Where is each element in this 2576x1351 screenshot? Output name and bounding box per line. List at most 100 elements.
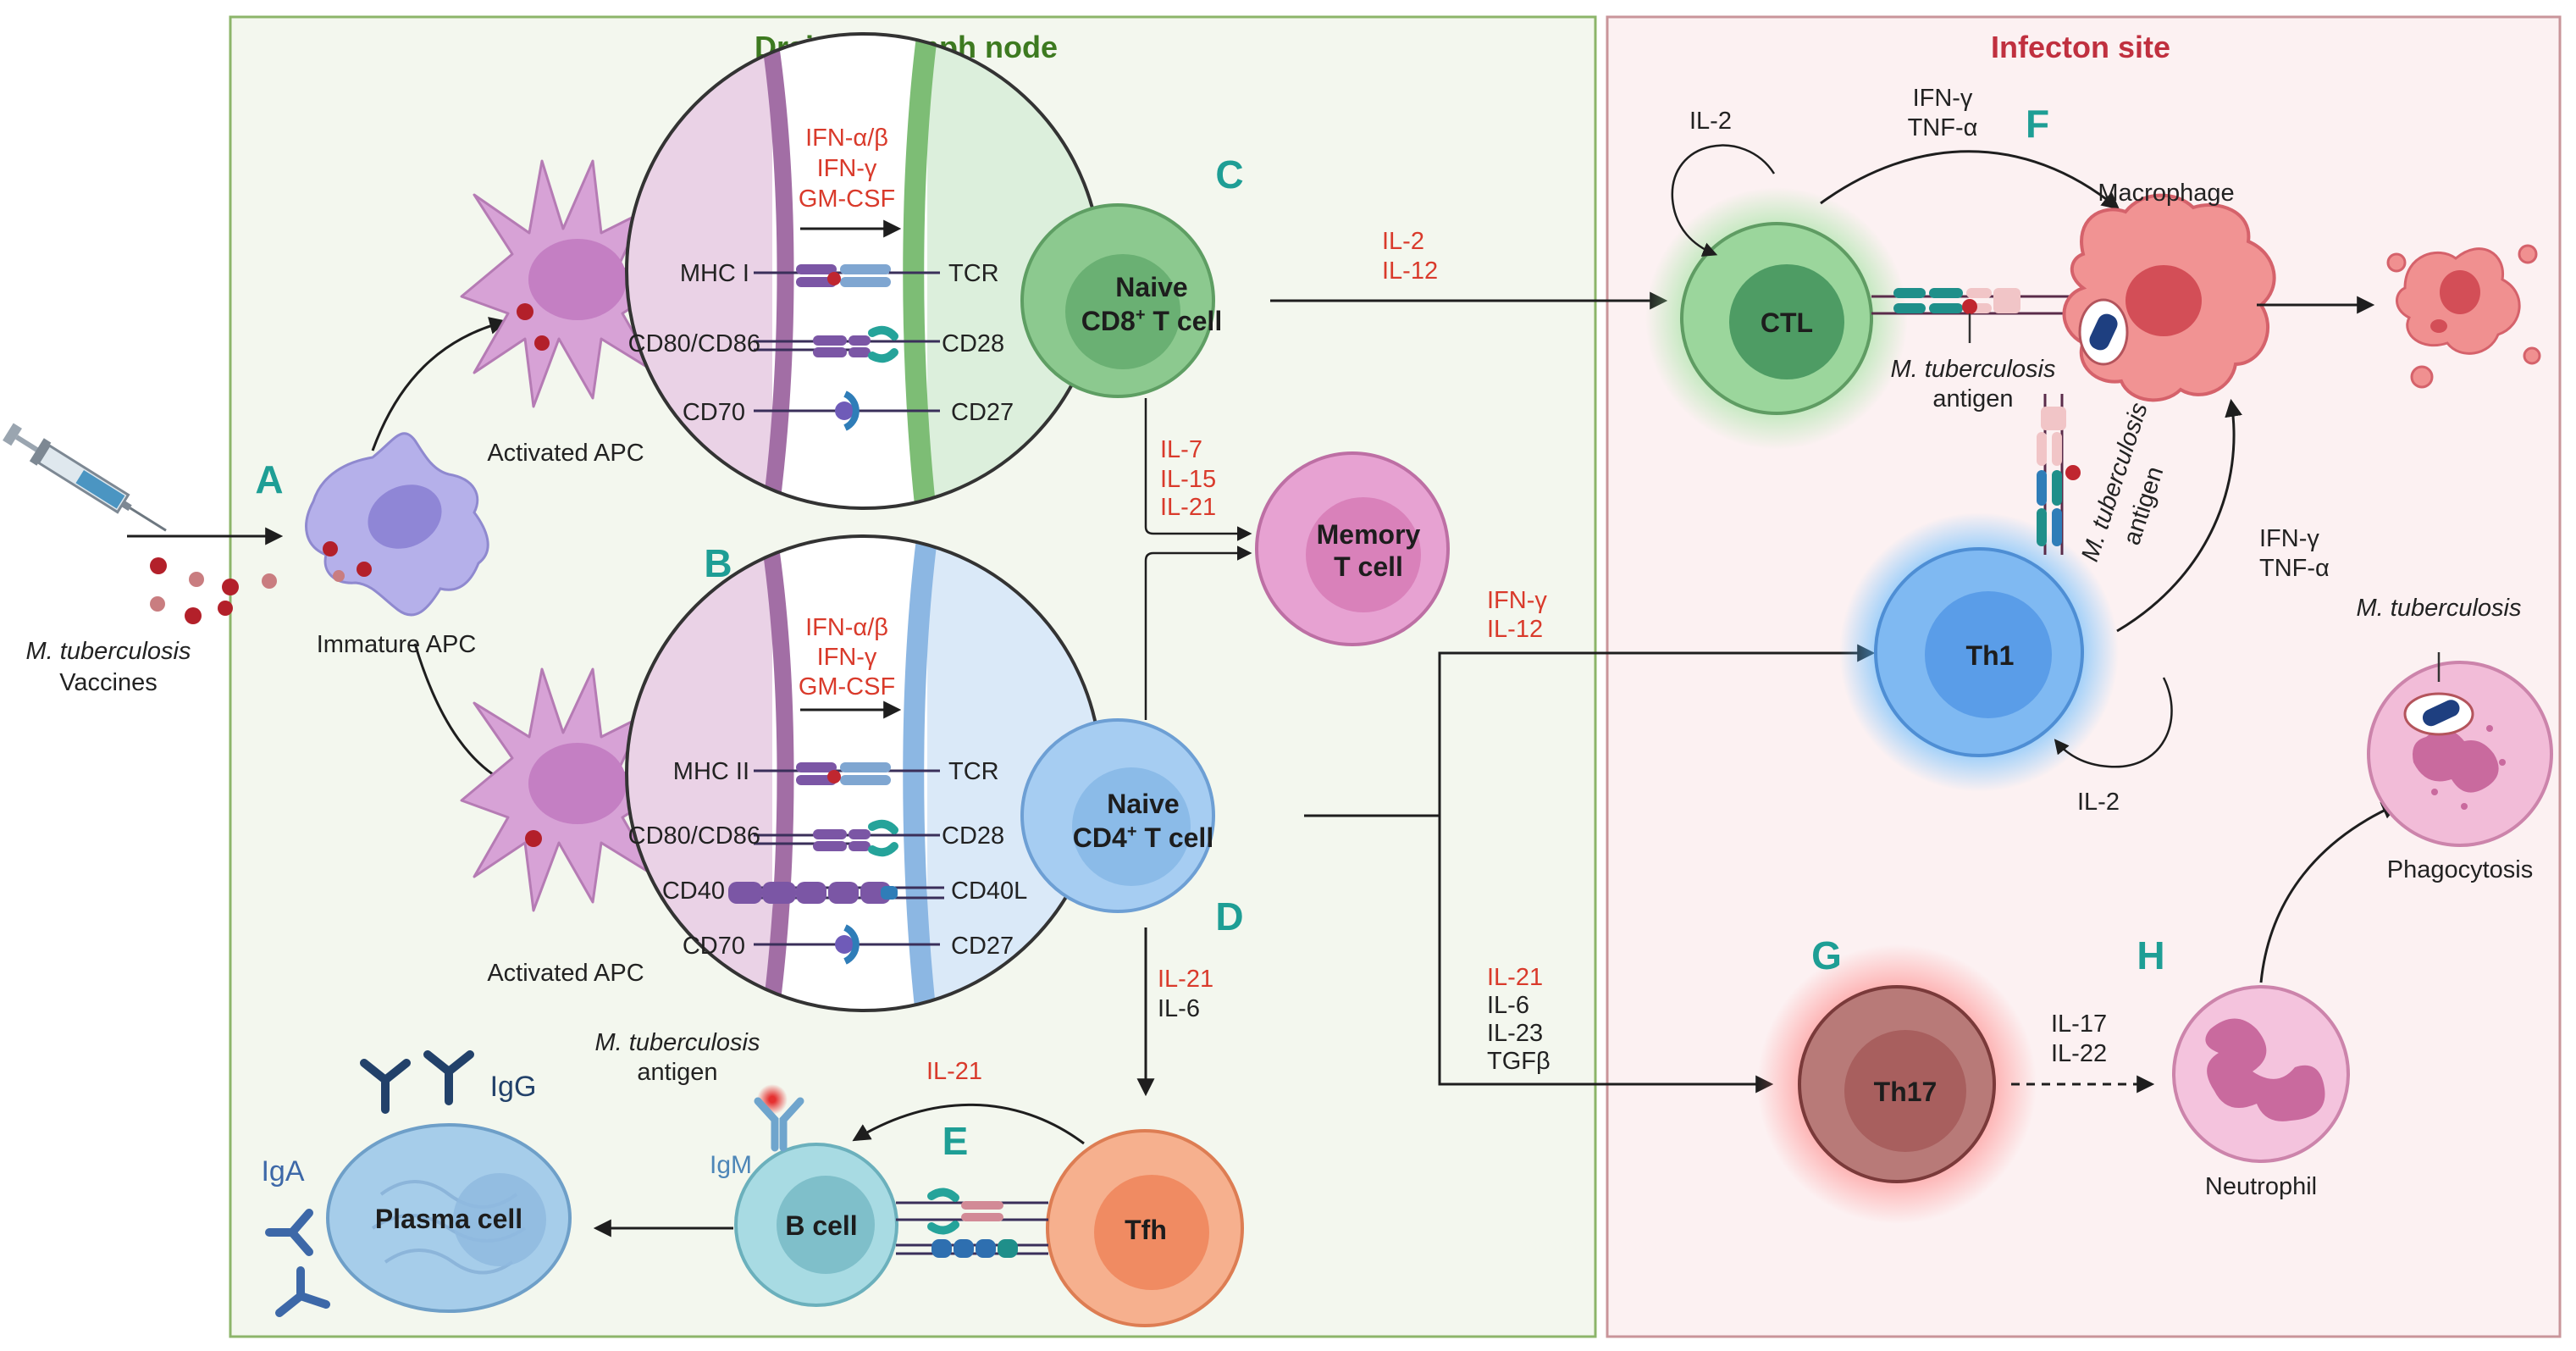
naive-cd4-line2: CD4+ T cell (1073, 822, 1213, 853)
panel-letter-b: B (704, 541, 732, 585)
activated-apc-top (460, 159, 671, 408)
arrow-th1-to-macrophage (2116, 398, 2242, 633)
tfh-cytokine-black: IL-6 (1158, 995, 1200, 1022)
th1-mac-cytokine-2: TNF-α (2259, 555, 2330, 582)
ctl-antigen-line1: M. tuberculosis (1890, 356, 2055, 383)
synapse-b-left-4: CD70 (683, 933, 745, 960)
arrow-cd4-to-memory (1144, 545, 1252, 720)
ctl-cytokine-2: IL-12 (1382, 257, 1438, 285)
synapse-c-left-1: MHC I (680, 260, 749, 287)
naive-cd4-t-cell (1020, 718, 1215, 913)
iga-label: IgA (261, 1155, 304, 1188)
arrow-cd4-to-th17 (1438, 816, 1774, 1094)
antigen-dots (150, 557, 277, 624)
synapse-b-right-2: CD28 (942, 822, 1004, 850)
synapse-b-left-3: CD40 (662, 878, 725, 905)
tfh-label: Tfh (1125, 1215, 1167, 1245)
synapse-b-cytokine-2: IFN-γ (817, 644, 877, 671)
iga-antibody-icons (265, 1209, 330, 1317)
naive-cd8-t-cell (1020, 203, 1215, 398)
naive-cd8-line2: CD8+ T cell (1081, 306, 1222, 336)
synapse-c-right-3: CD27 (951, 399, 1014, 426)
vaccine-label-line2: Vaccines (59, 669, 158, 696)
th17-cell (1757, 944, 2037, 1224)
memory-cytokine-2: IL-15 (1160, 466, 1216, 493)
dead-macrophage-debris (2386, 244, 2541, 389)
tfh-cell (1046, 1129, 1244, 1327)
memory-t-cell (1255, 451, 1450, 646)
synapse-b-cytokine-1: IFN-α/β (805, 614, 888, 641)
memory-cytokine-1: IL-7 (1160, 436, 1202, 463)
arrow-neutrophil-to-phagocytosis (2259, 802, 2400, 983)
vaccine-label-line1: M. tuberculosis (25, 638, 191, 665)
ctl-mac-cytokine-2: TNF-α (1908, 114, 1978, 141)
bcell-antigen-line1: M. tuberculosis (594, 1029, 760, 1056)
arrow-tfh-to-bcell (852, 1103, 1085, 1145)
synapse-c-cytokine-3: GM-CSF (799, 185, 895, 213)
synapse-b-right-1: TCR (948, 758, 999, 785)
ctl-macrophage-synapse (1871, 288, 2100, 343)
neutrophil-mtb-label: M. tuberculosis (2356, 595, 2521, 622)
neutrophil-cytokine-1: IL-17 (2051, 1010, 2107, 1038)
panel-letter-e: E (943, 1119, 969, 1163)
ctl-mac-cytokine-1: IFN-γ (1913, 85, 1973, 112)
tfh-to-bcell-cytokine: IL-21 (926, 1058, 982, 1085)
memory-line2: T cell (1334, 551, 1403, 582)
th1-label: Th1 (1966, 640, 2015, 671)
macrophage-label: Macrophage (2098, 180, 2234, 207)
th1-cytokine-2: IL-12 (1487, 616, 1543, 643)
igg-label: IgG (490, 1071, 537, 1103)
b-cell-label: B cell (785, 1210, 857, 1241)
th1-self-arrow (2054, 677, 2173, 768)
syringe-icon (3, 423, 167, 532)
th17-cytokine-black-2: IL-23 (1487, 1020, 1543, 1047)
activated-apc-top-label: Activated APC (487, 440, 644, 467)
synapse-c-left-2: CD80/CD86 (628, 330, 760, 357)
ctl-cytokine-1: IL-2 (1382, 228, 1424, 255)
th17-cytokine-black-1: IL-6 (1487, 992, 1529, 1019)
macrophage (2062, 193, 2276, 402)
igm-label: IgM (710, 1151, 752, 1179)
plasma-cell (326, 1123, 572, 1313)
panel-letter-f: F (2026, 102, 2049, 146)
immature-apc (305, 432, 489, 617)
plasma-cell-label: Plasma cell (375, 1204, 522, 1234)
synapse-c-left-3: CD70 (683, 399, 745, 426)
memory-line1: Memory (1317, 519, 1421, 550)
th17-cytokine-black-3: TGFβ (1487, 1048, 1551, 1075)
synapse-c-cytokine-2: IFN-γ (817, 155, 877, 182)
neutrophil (2172, 985, 2350, 1163)
neutrophil-label: Neutrophil (2205, 1173, 2317, 1200)
th17-label: Th17 (1874, 1077, 1938, 1107)
ctl-antigen-line2: antigen (1932, 385, 2013, 412)
arrow-ctl-to-macrophage (1820, 150, 2120, 210)
neutrophil-cytokine-2: IL-22 (2051, 1040, 2107, 1067)
th1-mac-cytokine-1: IFN-γ (2259, 525, 2319, 552)
activated-apc-bottom (460, 667, 671, 912)
th1-cell (1839, 512, 2119, 792)
arrow-cd4-to-th1 (1304, 644, 1876, 817)
b-cell (734, 1143, 898, 1307)
ctl-label: CTL (1761, 307, 1813, 338)
tfh-cytokine-red: IL-21 (1158, 966, 1213, 993)
memory-cytokine-3: IL-21 (1160, 494, 1216, 521)
th17-cytokine-red: IL-21 (1487, 964, 1543, 991)
synapse-c-right-1: TCR (948, 260, 999, 287)
panel-letter-d: D (1215, 894, 1243, 939)
ctl-self-cytokine: IL-2 (1689, 108, 1732, 135)
ctl-self-arrow (1671, 144, 1776, 257)
phagocytosis-label: Phagocytosis (2387, 856, 2534, 883)
panel-letter-c: C (1215, 152, 1243, 197)
synapse-b-left-1: MHC II (673, 758, 749, 785)
activated-apc-bottom-label: Activated APC (487, 960, 644, 987)
th1-self-cytokine: IL-2 (2077, 789, 2120, 816)
synapse-b-right-3: CD40L (951, 878, 1027, 905)
naive-cd8-line1: Naive (1115, 272, 1187, 302)
bcell-antigen-line2: antigen (637, 1059, 717, 1086)
arrow-to-activated-top (371, 317, 508, 451)
igm-antibody-icon (754, 1097, 804, 1152)
infection-site-title: Infecton site (1991, 30, 2170, 64)
synapse-c-right-2: CD28 (942, 330, 1004, 357)
synapse-b-left-2: CD80/CD86 (628, 822, 760, 850)
